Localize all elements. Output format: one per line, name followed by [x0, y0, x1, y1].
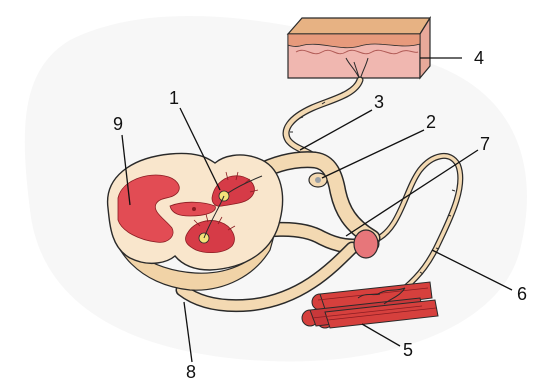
label-9: 9 — [113, 114, 123, 134]
label-5: 5 — [403, 340, 413, 360]
label-4: 4 — [474, 48, 484, 68]
label-1: 1 — [169, 88, 179, 108]
skin-block — [288, 18, 430, 80]
label-8: 8 — [186, 362, 196, 380]
label-2: 2 — [426, 112, 436, 132]
nerve-cut-end — [354, 230, 378, 258]
ganglion-cell — [315, 177, 321, 183]
label-6: 6 — [517, 284, 527, 304]
label-7: 7 — [480, 134, 490, 154]
label-3: 3 — [374, 92, 384, 112]
